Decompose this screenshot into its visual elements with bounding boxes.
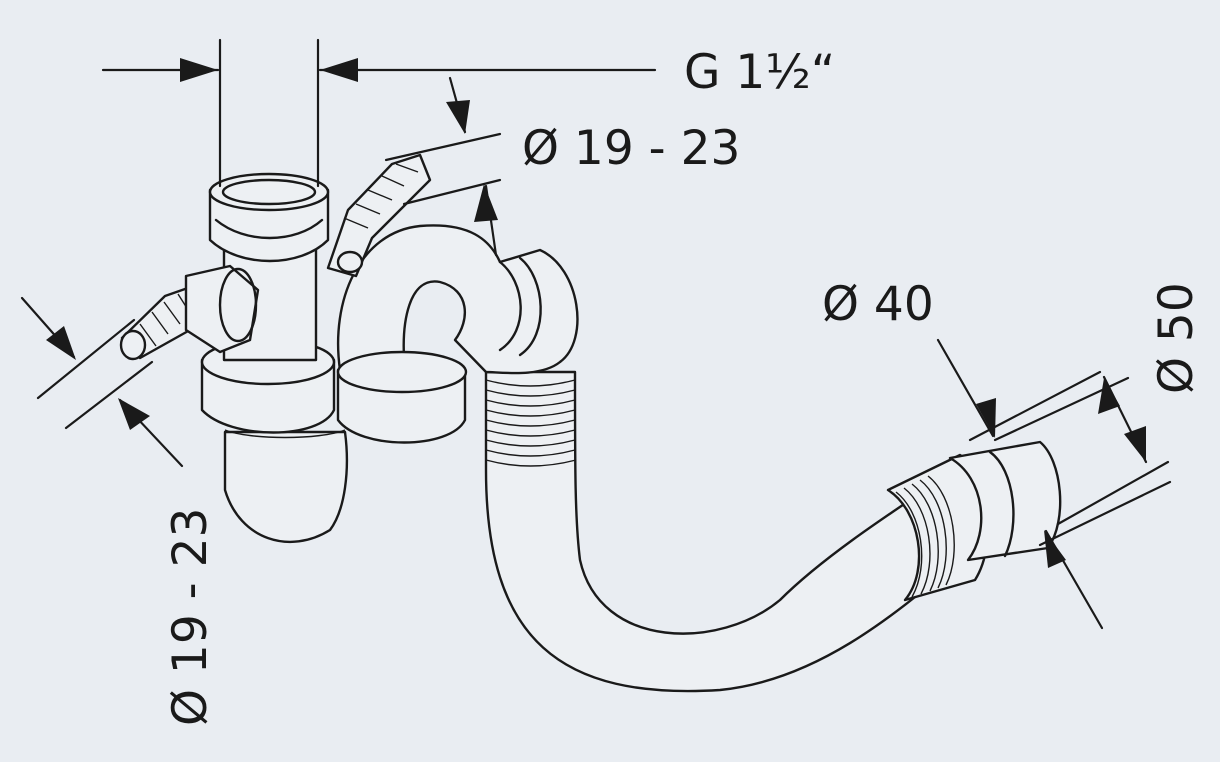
flexible-drain-hose: [484, 370, 962, 693]
thread-size-label: G 1½“: [684, 45, 835, 100]
dimension-arrowheads: [46, 58, 1146, 568]
siphon-body: [200, 338, 468, 544]
lower-hose-barb: [119, 264, 260, 361]
upper-hose-barb: [326, 153, 432, 278]
inner-diameter-label: Ø 40: [822, 277, 934, 332]
top-hose-diameter-label: Ø 19 - 23: [522, 121, 740, 176]
left-hose-diameter-label: Ø 19 - 23: [163, 508, 218, 726]
pipe-end-connector: [886, 440, 1062, 602]
outer-diameter-label: Ø 50: [1149, 282, 1204, 394]
trap-bend: [336, 224, 579, 375]
